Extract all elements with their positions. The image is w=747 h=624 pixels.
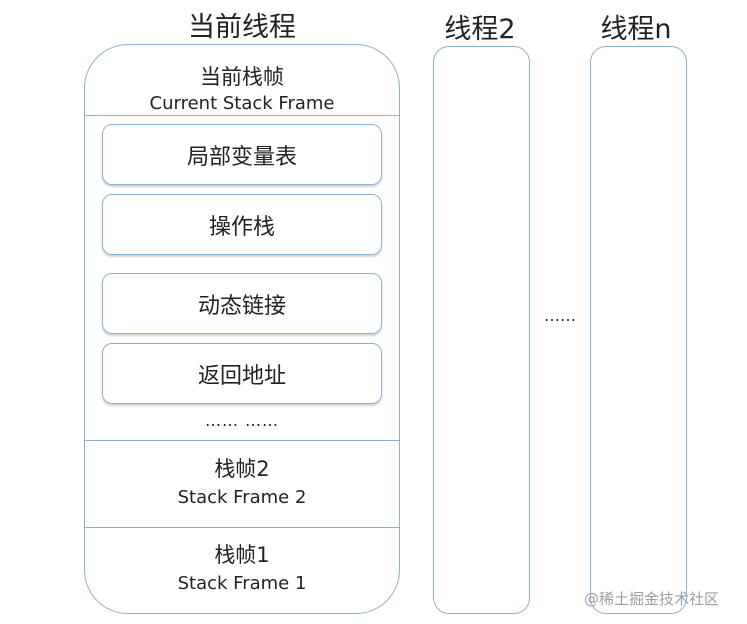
frame-2-divider xyxy=(85,440,399,441)
current-frame-divider xyxy=(85,115,399,116)
operand-stack-box: 操作栈 xyxy=(102,194,382,255)
thread-n-stack xyxy=(590,46,687,614)
frame-2-title-en: Stack Frame 2 xyxy=(177,487,307,508)
watermark-text: @稀土掘金技术社区 xyxy=(584,590,720,608)
thread-2-stack xyxy=(433,46,530,614)
dynamic-linking-box: 动态链接 xyxy=(102,273,382,334)
thread-n-title: 线程n xyxy=(600,14,672,45)
frame-2-title-cn: 栈帧2 xyxy=(214,457,270,481)
threads-ellipsis: …… xyxy=(544,306,576,325)
frame-1-divider xyxy=(85,527,399,528)
thread-2-title: 线程2 xyxy=(444,14,516,45)
current-frame-title-en: Current Stack Frame xyxy=(149,93,335,114)
current-thread-title: 当前线程 xyxy=(188,12,296,43)
current-frame-title-cn: 当前栈帧 xyxy=(200,65,284,89)
return-address-box: 返回地址 xyxy=(102,343,382,404)
current-thread-stack: 当前栈帧 Current Stack Frame 局部变量表 操作栈 动态链接 … xyxy=(84,44,400,614)
current-frame-ellipsis: …… …… xyxy=(204,411,280,430)
local-variable-table-box: 局部变量表 xyxy=(102,124,382,185)
frame-1-title-cn: 栈帧1 xyxy=(214,543,270,567)
frame-1-title-en: Stack Frame 1 xyxy=(177,573,307,594)
